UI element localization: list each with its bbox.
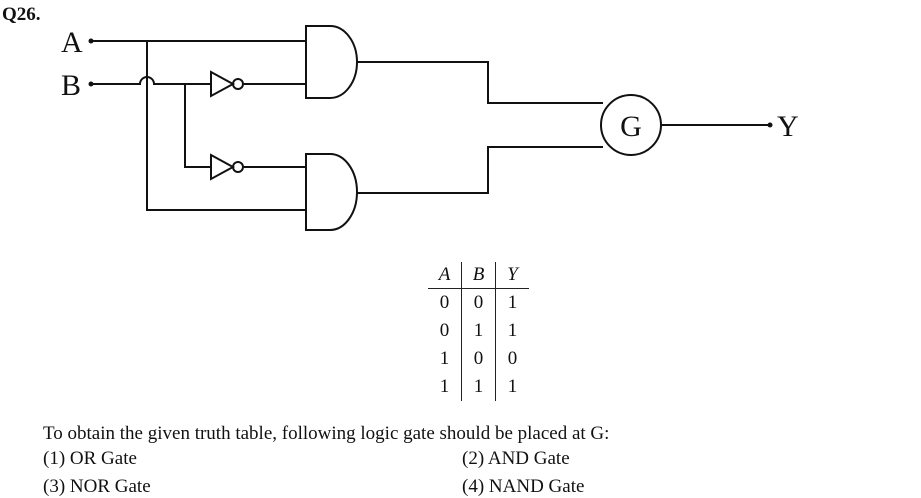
- table-cell: 0: [428, 317, 462, 345]
- wire-a-branch: [146, 41, 306, 211]
- table-cell: 1: [461, 373, 496, 401]
- not-gate-bottom-bubble: [232, 161, 244, 173]
- table-cell: 0: [428, 288, 462, 317]
- header-b: B: [461, 262, 496, 289]
- label-y: Y: [777, 110, 799, 143]
- table-cell: 1: [428, 373, 462, 401]
- option-4[interactable]: (4) NAND Gate: [462, 476, 585, 497]
- table-row: 1 1 1: [428, 373, 529, 401]
- table-cell: 1: [461, 317, 496, 345]
- table-cell: 0: [461, 288, 496, 317]
- terminal-b: [88, 81, 94, 87]
- table-cell: 0: [461, 345, 496, 373]
- header-y: Y: [495, 262, 529, 289]
- question-text: To obtain the given truth table, followi…: [43, 423, 610, 444]
- option-1[interactable]: (1) OR Gate: [43, 448, 137, 469]
- truth-table-header: A B Y: [428, 262, 529, 289]
- label-b: B: [61, 69, 81, 102]
- wire-and2-g: [357, 146, 603, 194]
- not-gate-top-bubble: [232, 78, 244, 90]
- not-gate-bottom: [210, 153, 236, 181]
- table-cell: 1: [428, 345, 462, 373]
- header-a: A: [428, 262, 462, 289]
- wire-b: [90, 76, 185, 85]
- label-a: A: [61, 26, 83, 59]
- truth-table: A B Y 0 0 1 0 1 1 1 0 0 1 1 1: [428, 262, 529, 401]
- wire-b-branch: [184, 84, 211, 168]
- not-gate-top: [210, 70, 236, 98]
- logic-circuit-diagram: A B G Y: [61, 25, 799, 231]
- table-row: 0 0 1: [428, 288, 529, 317]
- and-gate-bottom: [305, 153, 358, 231]
- option-2[interactable]: (2) AND Gate: [462, 448, 570, 469]
- label-g: G: [620, 110, 642, 143]
- option-3[interactable]: (3) NOR Gate: [43, 476, 151, 497]
- terminal-a: [88, 38, 94, 44]
- table-cell: 1: [507, 292, 518, 313]
- question-number: Q26.: [2, 4, 41, 25]
- table-row: 1 0 0: [428, 345, 529, 373]
- terminal-y: [767, 122, 773, 128]
- table-row: 0 1 1: [428, 317, 529, 345]
- table-cell: 1: [507, 320, 518, 341]
- table-cell: 1: [507, 376, 518, 397]
- gate-g: [600, 94, 662, 156]
- table-cell: 0: [507, 348, 518, 369]
- wire-and1-g: [357, 61, 603, 104]
- and-gate-top: [305, 25, 358, 99]
